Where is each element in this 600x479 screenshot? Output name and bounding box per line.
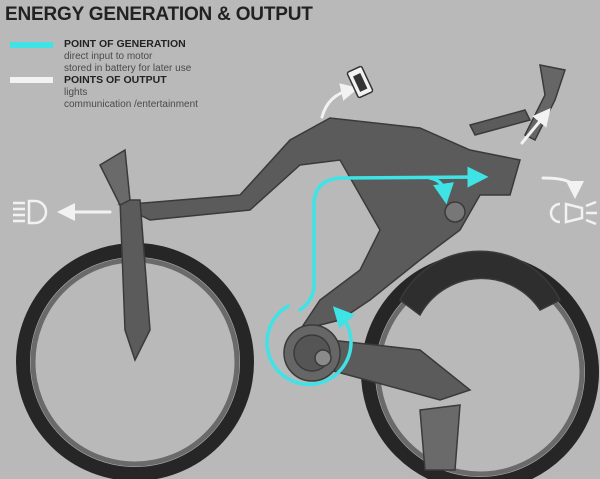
generation-path xyxy=(265,166,489,387)
bike-frame xyxy=(99,64,566,471)
output-legend-swatch xyxy=(10,77,53,83)
taillight-icon xyxy=(549,200,597,226)
generation-legend-line: direct input to motor xyxy=(64,51,153,62)
diagram-title: ENERGY GENERATION & OUTPUT xyxy=(5,4,313,25)
output-arrows xyxy=(57,83,584,221)
output-legend-heading: POINTS OF OUTPUT xyxy=(64,74,167,86)
generation-legend-line: stored in battery for later use xyxy=(64,63,192,74)
phone-icon xyxy=(346,65,374,99)
headlight-icon xyxy=(13,199,48,225)
output-legend-line: communication /entertainment xyxy=(64,99,198,110)
output-legend-line: lights xyxy=(64,87,88,98)
generation-legend-heading: POINT OF GENERATION xyxy=(64,38,186,50)
generation-legend-swatch xyxy=(10,42,53,48)
